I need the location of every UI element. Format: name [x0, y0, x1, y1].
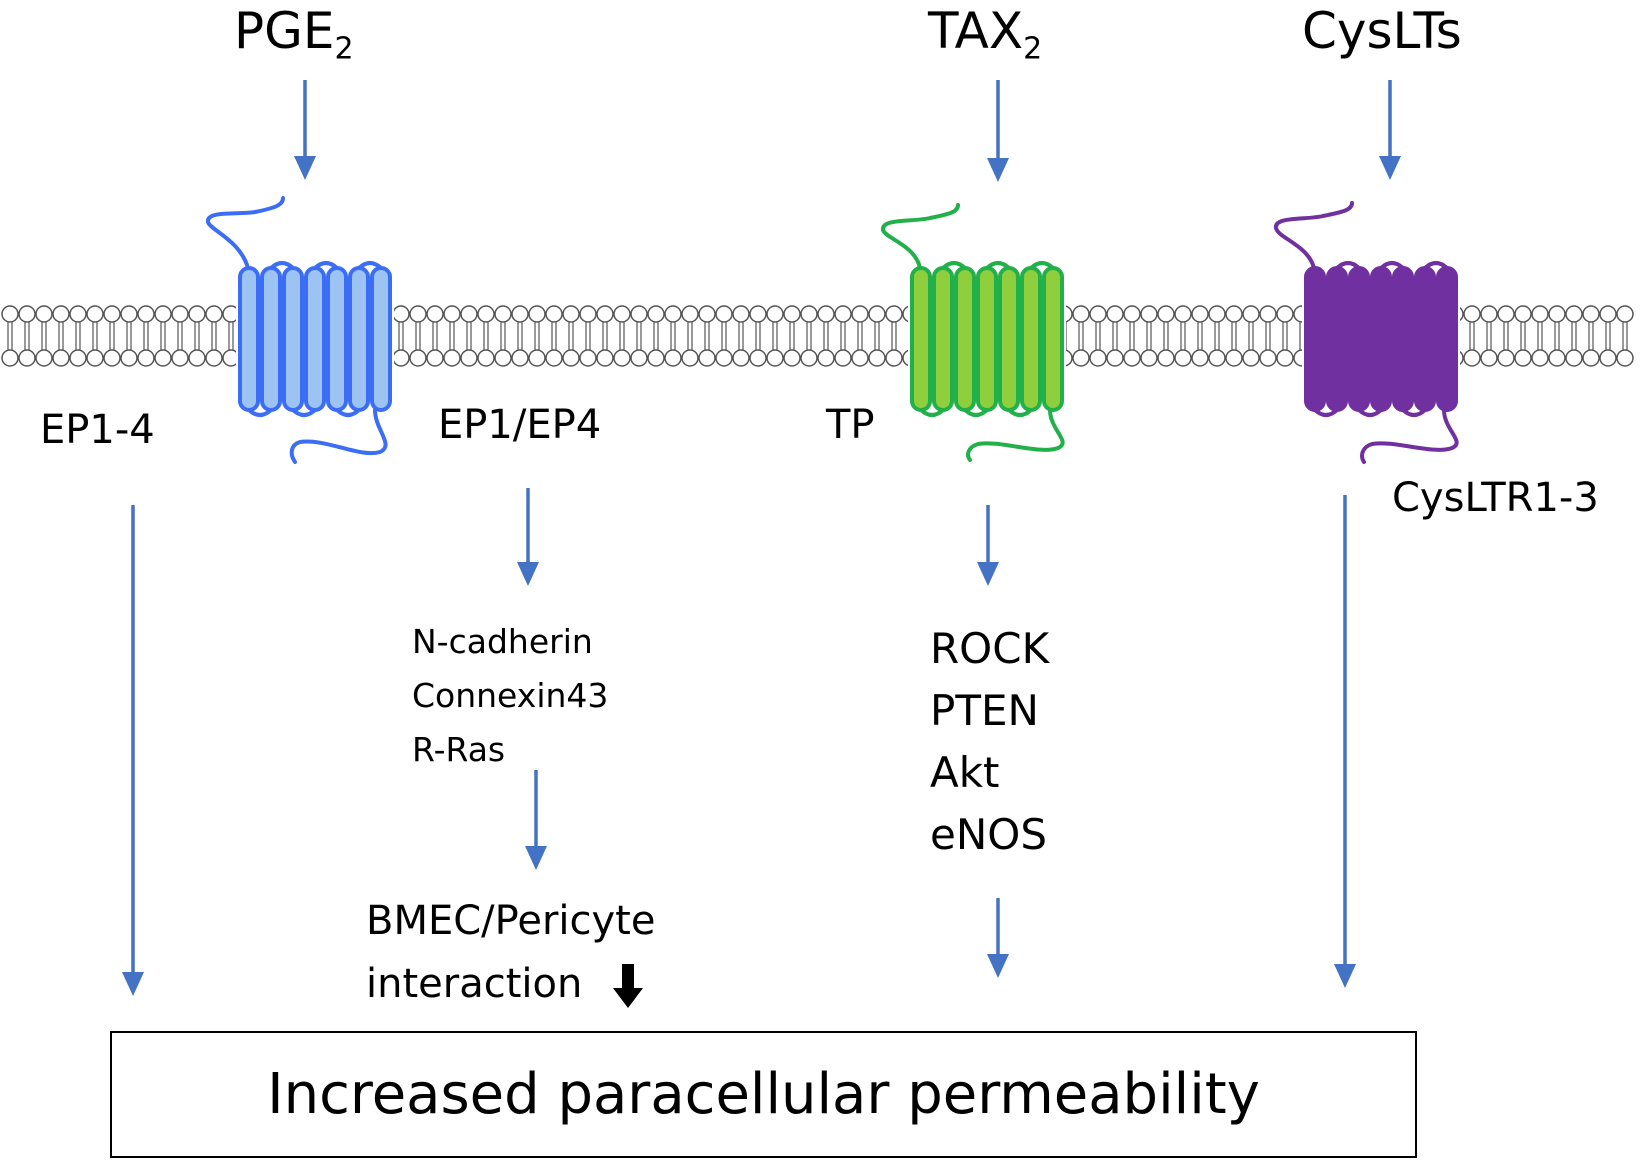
signal-arrow-head [987, 158, 1009, 182]
tp-receptor-icon [881, 203, 1066, 462]
signal-arrow-head [987, 954, 1009, 978]
ligand-tax2: TAX2 [928, 2, 1043, 67]
interaction-label: BMEC/Pericyte interaction [366, 890, 655, 1016]
ep-target-item: N-cadherin [412, 622, 593, 661]
tp-target-list: ROCK PTEN Akt eNOS [930, 618, 1049, 866]
signal-arrow-head [294, 156, 316, 180]
ep-target-item: Connexin43 [412, 676, 609, 715]
cysltr-receptor-icon [1274, 201, 1460, 464]
signal-arrow-head [122, 972, 144, 996]
outcome-text: Increased paracellular permeability [267, 1062, 1260, 1127]
signal-arrow-head [525, 846, 547, 870]
ep-target-item: R-Ras [412, 730, 506, 769]
ep-target-list: N-cadherin Connexin43 R-Ras [412, 615, 608, 777]
signal-arrow-head [1379, 156, 1401, 180]
signal-arrows [122, 80, 1401, 996]
receptor-label-ep1-4: EP1-4 [40, 407, 155, 453]
signal-arrow-head [1334, 964, 1356, 988]
decrease-arrow-icon [613, 964, 644, 1008]
signal-arrow-head [977, 562, 999, 586]
tp-target-item: ROCK [930, 624, 1050, 673]
ligand-cyslts: CysLTs [1302, 2, 1462, 60]
tp-target-item: eNOS [930, 810, 1047, 859]
tp-target-item: Akt [930, 748, 1000, 797]
receptor-label-tp: TP [826, 402, 875, 448]
interaction-line1: BMEC/Pericyte [366, 898, 656, 944]
receptor-label-cysltr: CysLTR1-3 [1392, 475, 1599, 521]
interaction-line2: interaction [366, 953, 655, 1016]
signal-arrow-head [517, 562, 539, 586]
ligand-pge2: PGE2 [234, 2, 354, 67]
ep-receptor-icon [206, 196, 394, 464]
outcome-box: Increased paracellular permeability [110, 1031, 1417, 1158]
tp-target-item: PTEN [930, 686, 1039, 735]
receptor-label-ep1-ep4: EP1/EP4 [438, 402, 602, 448]
